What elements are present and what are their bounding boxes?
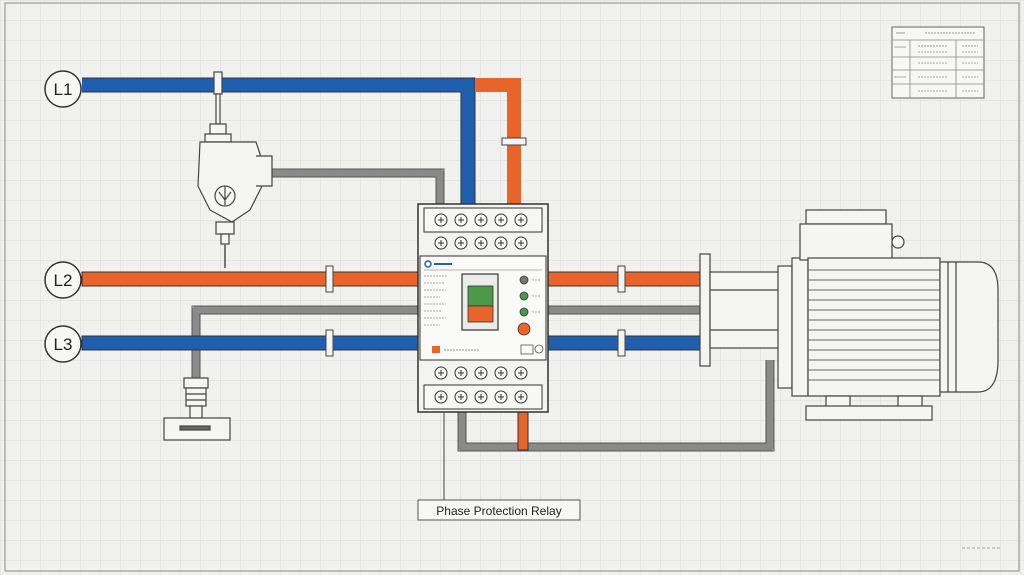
phase-protection-relay	[417, 203, 549, 413]
orange-feed-line	[476, 78, 527, 205]
relay-top-terminals	[423, 207, 543, 250]
relay-green-indicator	[467, 285, 494, 307]
gray-control-wires	[192, 169, 774, 451]
relay-bottom-wire	[458, 360, 774, 451]
relay-led-2	[519, 291, 529, 301]
svg-text:L2: L2	[54, 271, 73, 290]
relay-fine-print	[424, 275, 541, 326]
relay-bottom-terminals	[423, 366, 543, 410]
bottom-sensor-icon	[163, 377, 231, 441]
relay-caption: Phase Protection Relay	[436, 504, 561, 518]
phase-label-l2: L2	[44, 261, 82, 299]
motor-cooling-fins	[808, 269, 940, 381]
svg-text:L1: L1	[54, 80, 73, 99]
relay-led-4	[517, 322, 531, 336]
pressure-sensor-icon	[197, 71, 273, 268]
motor-icon	[699, 209, 999, 421]
relay-led-3	[519, 307, 529, 317]
relay-orange-indicator	[467, 305, 494, 323]
phase-label-l1: L1	[44, 70, 82, 108]
svg-text:L3: L3	[54, 335, 73, 354]
phase-label-l3: L3	[44, 325, 82, 363]
l3-line	[81, 329, 701, 357]
drawing-border	[4, 2, 1020, 572]
sensor-bottom-wire	[192, 306, 418, 392]
relay-led-1	[519, 275, 529, 285]
title-block	[891, 26, 985, 99]
l1-line	[82, 77, 476, 205]
sensor-top-wire	[268, 169, 444, 205]
relay-caption-box: Phase Protection Relay	[417, 499, 581, 521]
orange-output-line	[517, 411, 529, 451]
gray-wire-edges	[191, 168, 775, 452]
l2-line	[81, 265, 701, 293]
